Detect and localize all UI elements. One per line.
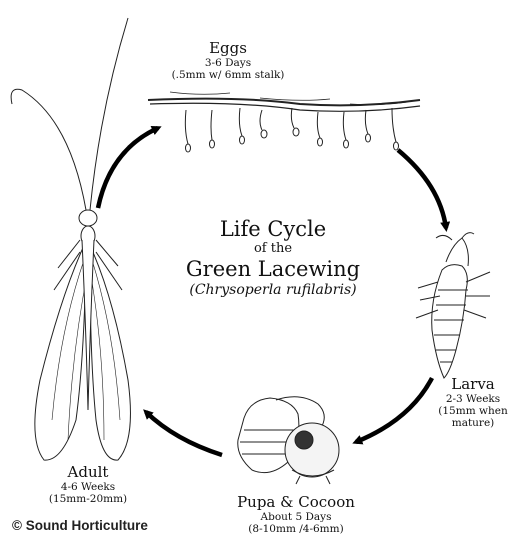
pupa-label: Pupa & Cocoon About 5 Days (8-10mm /4-6m…	[222, 494, 370, 535]
adult-duration: 4-6 Weeks	[36, 481, 140, 493]
adult-lacewing-illustration	[11, 18, 130, 460]
arrow-eggs-to-larva	[398, 150, 446, 228]
larva-label: Larva 2-3 Weeks (15mm when mature)	[420, 376, 526, 429]
title-line-2: of the	[168, 241, 378, 258]
copyright-credit: © Sound Horticulture	[12, 518, 148, 533]
eggs-illustration	[148, 92, 420, 152]
arrow-adult-to-eggs	[98, 128, 158, 208]
adult-title: Adult	[36, 464, 140, 481]
adult-label: Adult 4-6 Weeks (15mm-20mm)	[36, 464, 140, 505]
adult-size: (15mm-20mm)	[36, 493, 140, 505]
diagram-title: Life Cycle of the Green Lacewing (Chryso…	[168, 218, 378, 301]
pupa-duration: About 5 Days	[222, 511, 370, 523]
pupa-cocoon-illustration	[238, 397, 339, 484]
title-line-3: Green Lacewing	[168, 258, 378, 281]
eggs-duration: 3-6 Days	[148, 57, 308, 69]
eggs-size: (.5mm w/ 6mm stalk)	[148, 69, 308, 81]
larva-duration: 2-3 Weeks	[420, 393, 526, 405]
pupa-title: Pupa & Cocoon	[222, 494, 370, 511]
arrow-pupa-to-adult	[146, 412, 222, 455]
larva-illustration	[416, 233, 490, 378]
title-line-1: Life Cycle	[168, 218, 378, 241]
larva-size: (15mm when mature)	[420, 405, 526, 429]
scientific-name: (Chrysoperla rufilabris)	[168, 281, 378, 301]
pupa-size: (8-10mm /4-6mm)	[222, 523, 370, 535]
larva-title: Larva	[420, 376, 526, 393]
eggs-label: Eggs 3-6 Days (.5mm w/ 6mm stalk)	[148, 40, 308, 81]
eggs-title: Eggs	[148, 40, 308, 57]
